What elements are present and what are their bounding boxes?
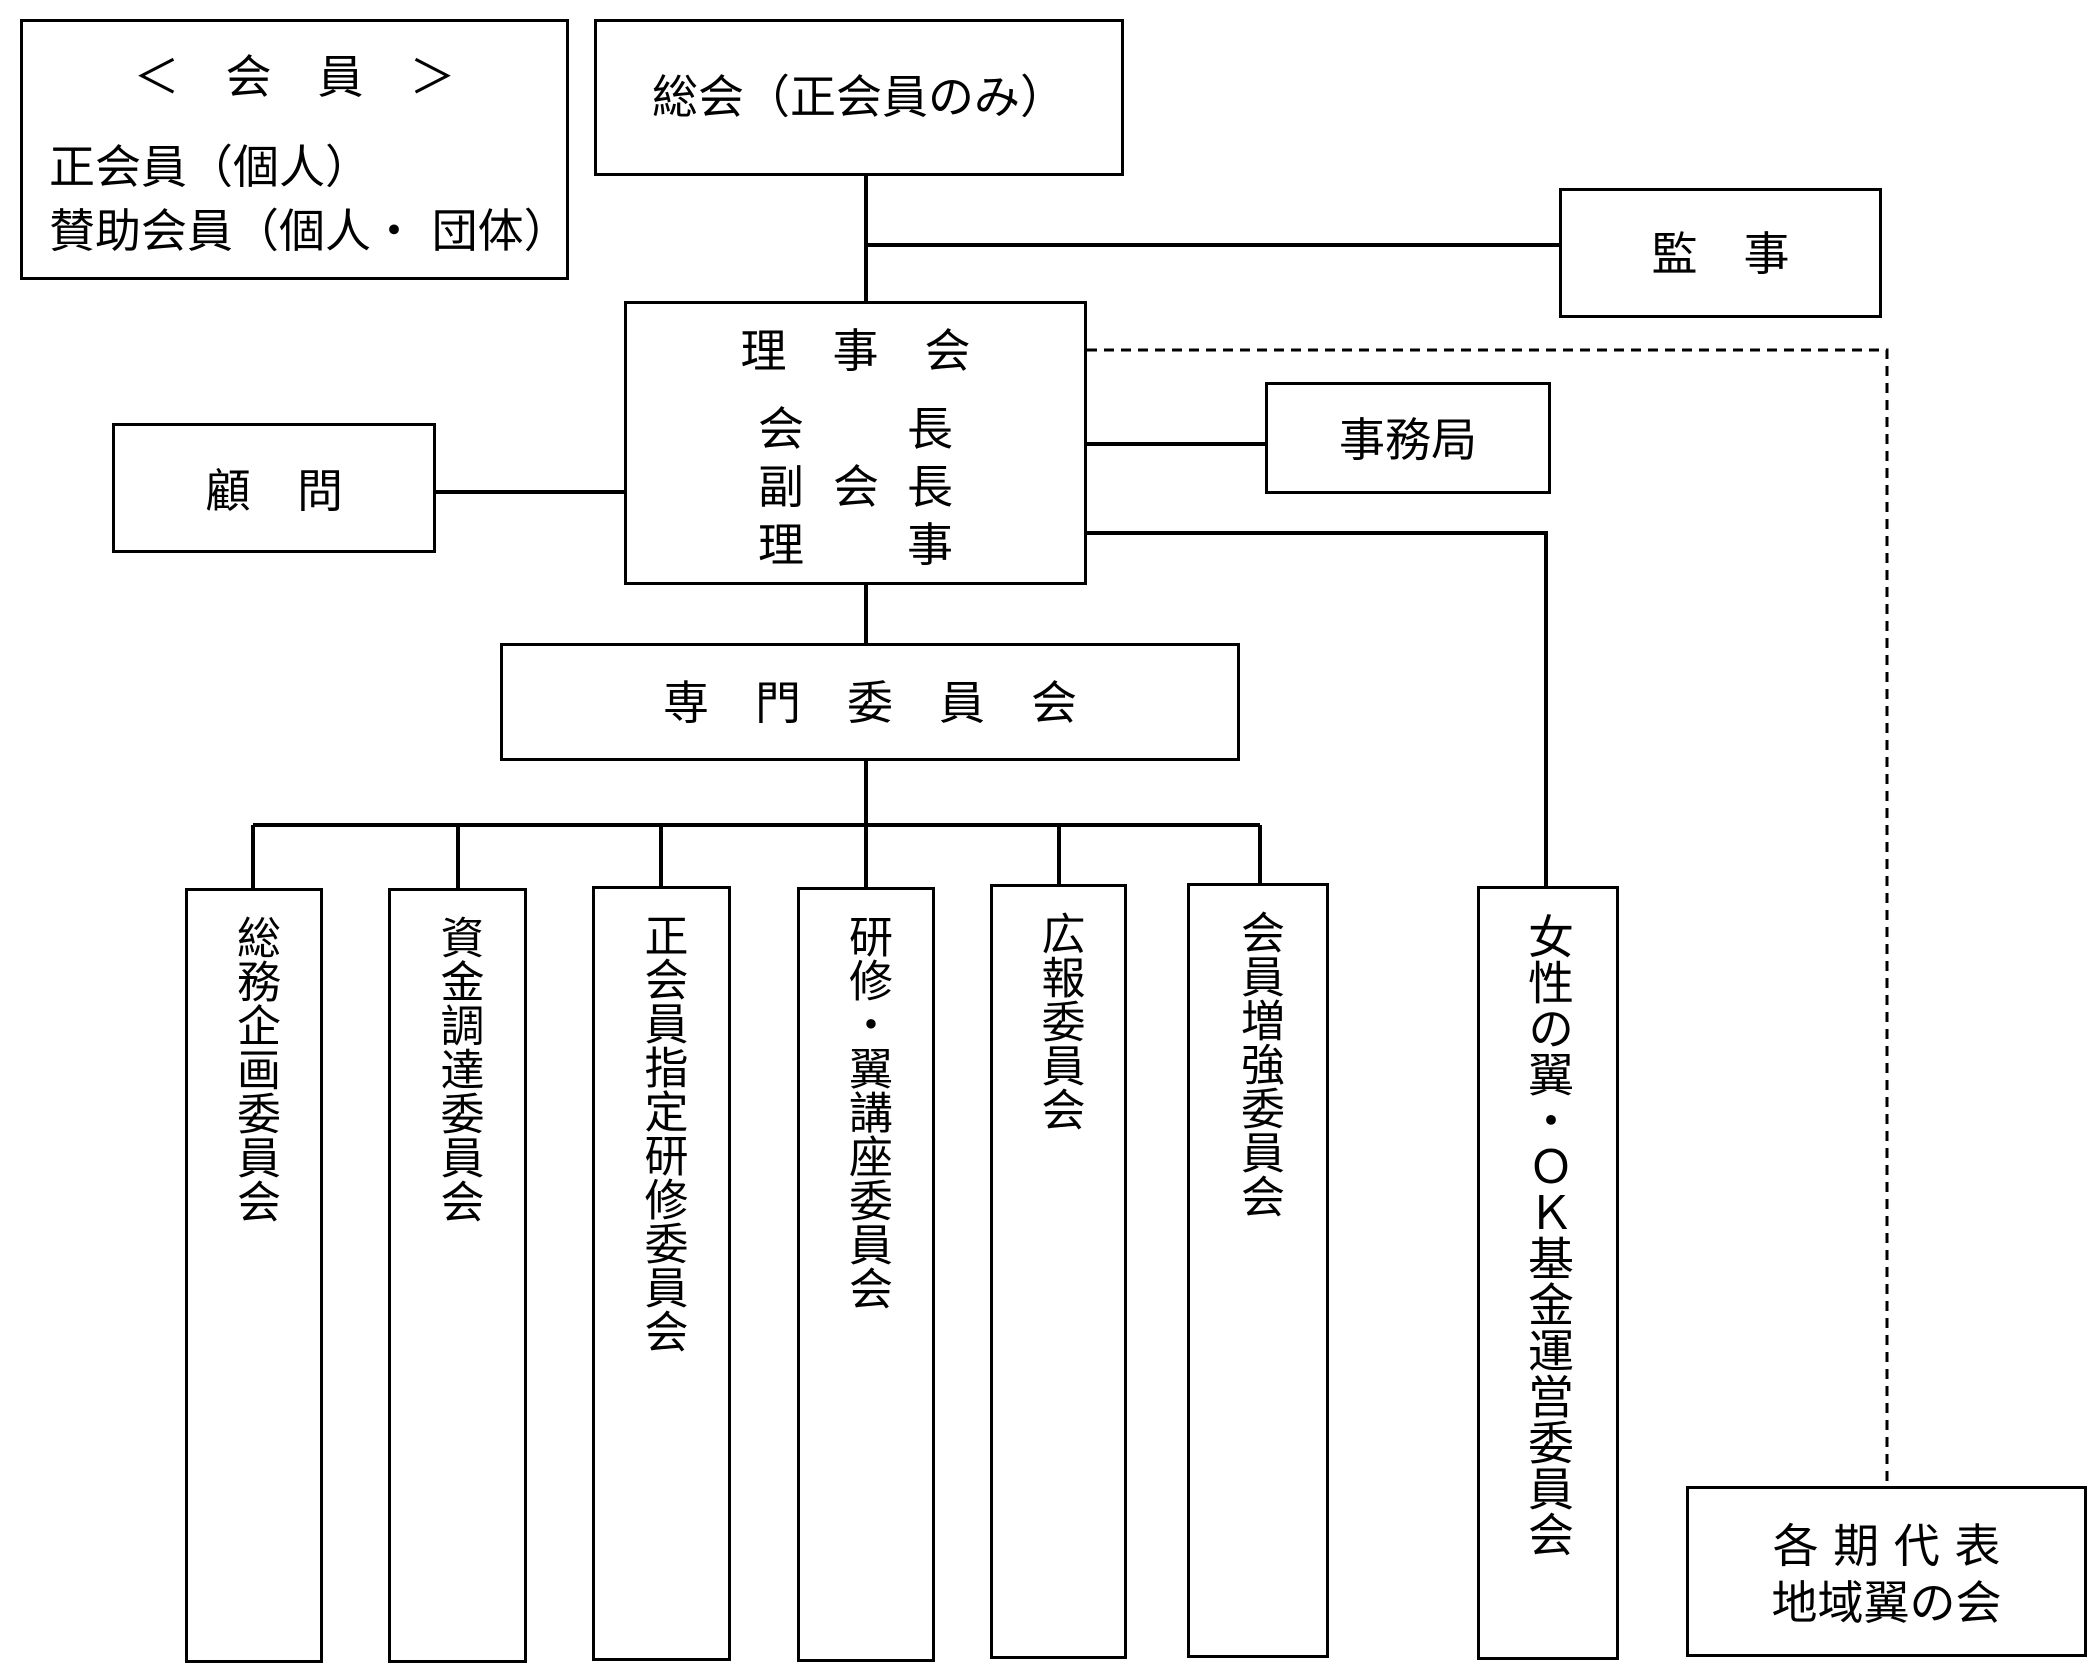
committee-label: 広報委員会 — [1033, 911, 1085, 1131]
committee-label: 資金調達委員会 — [432, 915, 484, 1223]
regional-group-box: 各 期 代 表 地域翼の会 — [1686, 1486, 2087, 1657]
board-title: 理 事 会 — [740, 324, 971, 378]
auditor-label: 監 事 — [1651, 227, 1790, 281]
women-fund-committee-label: 女性の翼・ＯＫ基金運営委員会 — [1521, 913, 1575, 1557]
board-chairman-1: 会 — [758, 402, 804, 456]
regional-group-line1: 各 期 代 表 — [1772, 1519, 2001, 1573]
membership-supporting: 賛助会員（個人・ 団体） — [49, 204, 570, 258]
committee-label: 会員増強委員会 — [1233, 910, 1284, 1218]
committee-label: 研修・翼講座委員会 — [841, 914, 892, 1310]
advisor-label: 顧 問 — [205, 464, 343, 518]
membership-box: ＜ 会 員 ＞ 正会員（個人） 賛助会員（個人・ 団体） — [20, 19, 570, 280]
specialist-committee-box: 専 門 委 員 会 — [500, 643, 1240, 761]
committee-fundraising: 資金調達委員会 — [388, 888, 527, 1663]
committee-designated-training: 正会員指定研修委員会 — [592, 886, 731, 1661]
specialist-committee-label: 専 門 委 員 会 — [663, 676, 1077, 730]
committee-label: 総務企画委員会 — [229, 915, 280, 1223]
advisor-box: 顧 問 — [112, 423, 436, 553]
committee-label: 正会員指定研修委員会 — [636, 913, 688, 1353]
board-vice-2: 会 — [833, 460, 879, 514]
secretariat-box: 事務局 — [1265, 382, 1551, 494]
board-box: 理 事 会 会 長 副 会 長 理 事 — [624, 301, 1087, 585]
auditor-box: 監 事 — [1559, 188, 1882, 318]
committee-public-relations: 広報委員会 — [990, 884, 1127, 1659]
membership-heading: ＜ 会 員 ＞ — [133, 50, 456, 104]
board-vice-1: 副 — [758, 460, 804, 514]
general-assembly-label: 総会（正会員のみ） — [652, 70, 1066, 124]
women-fund-committee-box: 女性の翼・ＯＫ基金運営委員会 — [1477, 886, 1619, 1660]
board-director-1: 理 — [758, 518, 804, 572]
committee-membership-growth: 会員増強委員会 — [1187, 883, 1329, 1658]
membership-regular: 正会員（個人） — [49, 140, 371, 194]
board-vice-3: 長 — [907, 460, 953, 514]
regional-group-line2: 地域翼の会 — [1771, 1576, 2002, 1630]
committee-general-planning: 総務企画委員会 — [185, 888, 323, 1663]
board-director-2: 事 — [907, 518, 953, 572]
secretariat-label: 事務局 — [1339, 413, 1477, 467]
general-assembly-box: 総会（正会員のみ） — [594, 19, 1124, 176]
board-chairman-2: 長 — [907, 402, 953, 456]
committee-training-course: 研修・翼講座委員会 — [797, 887, 935, 1662]
